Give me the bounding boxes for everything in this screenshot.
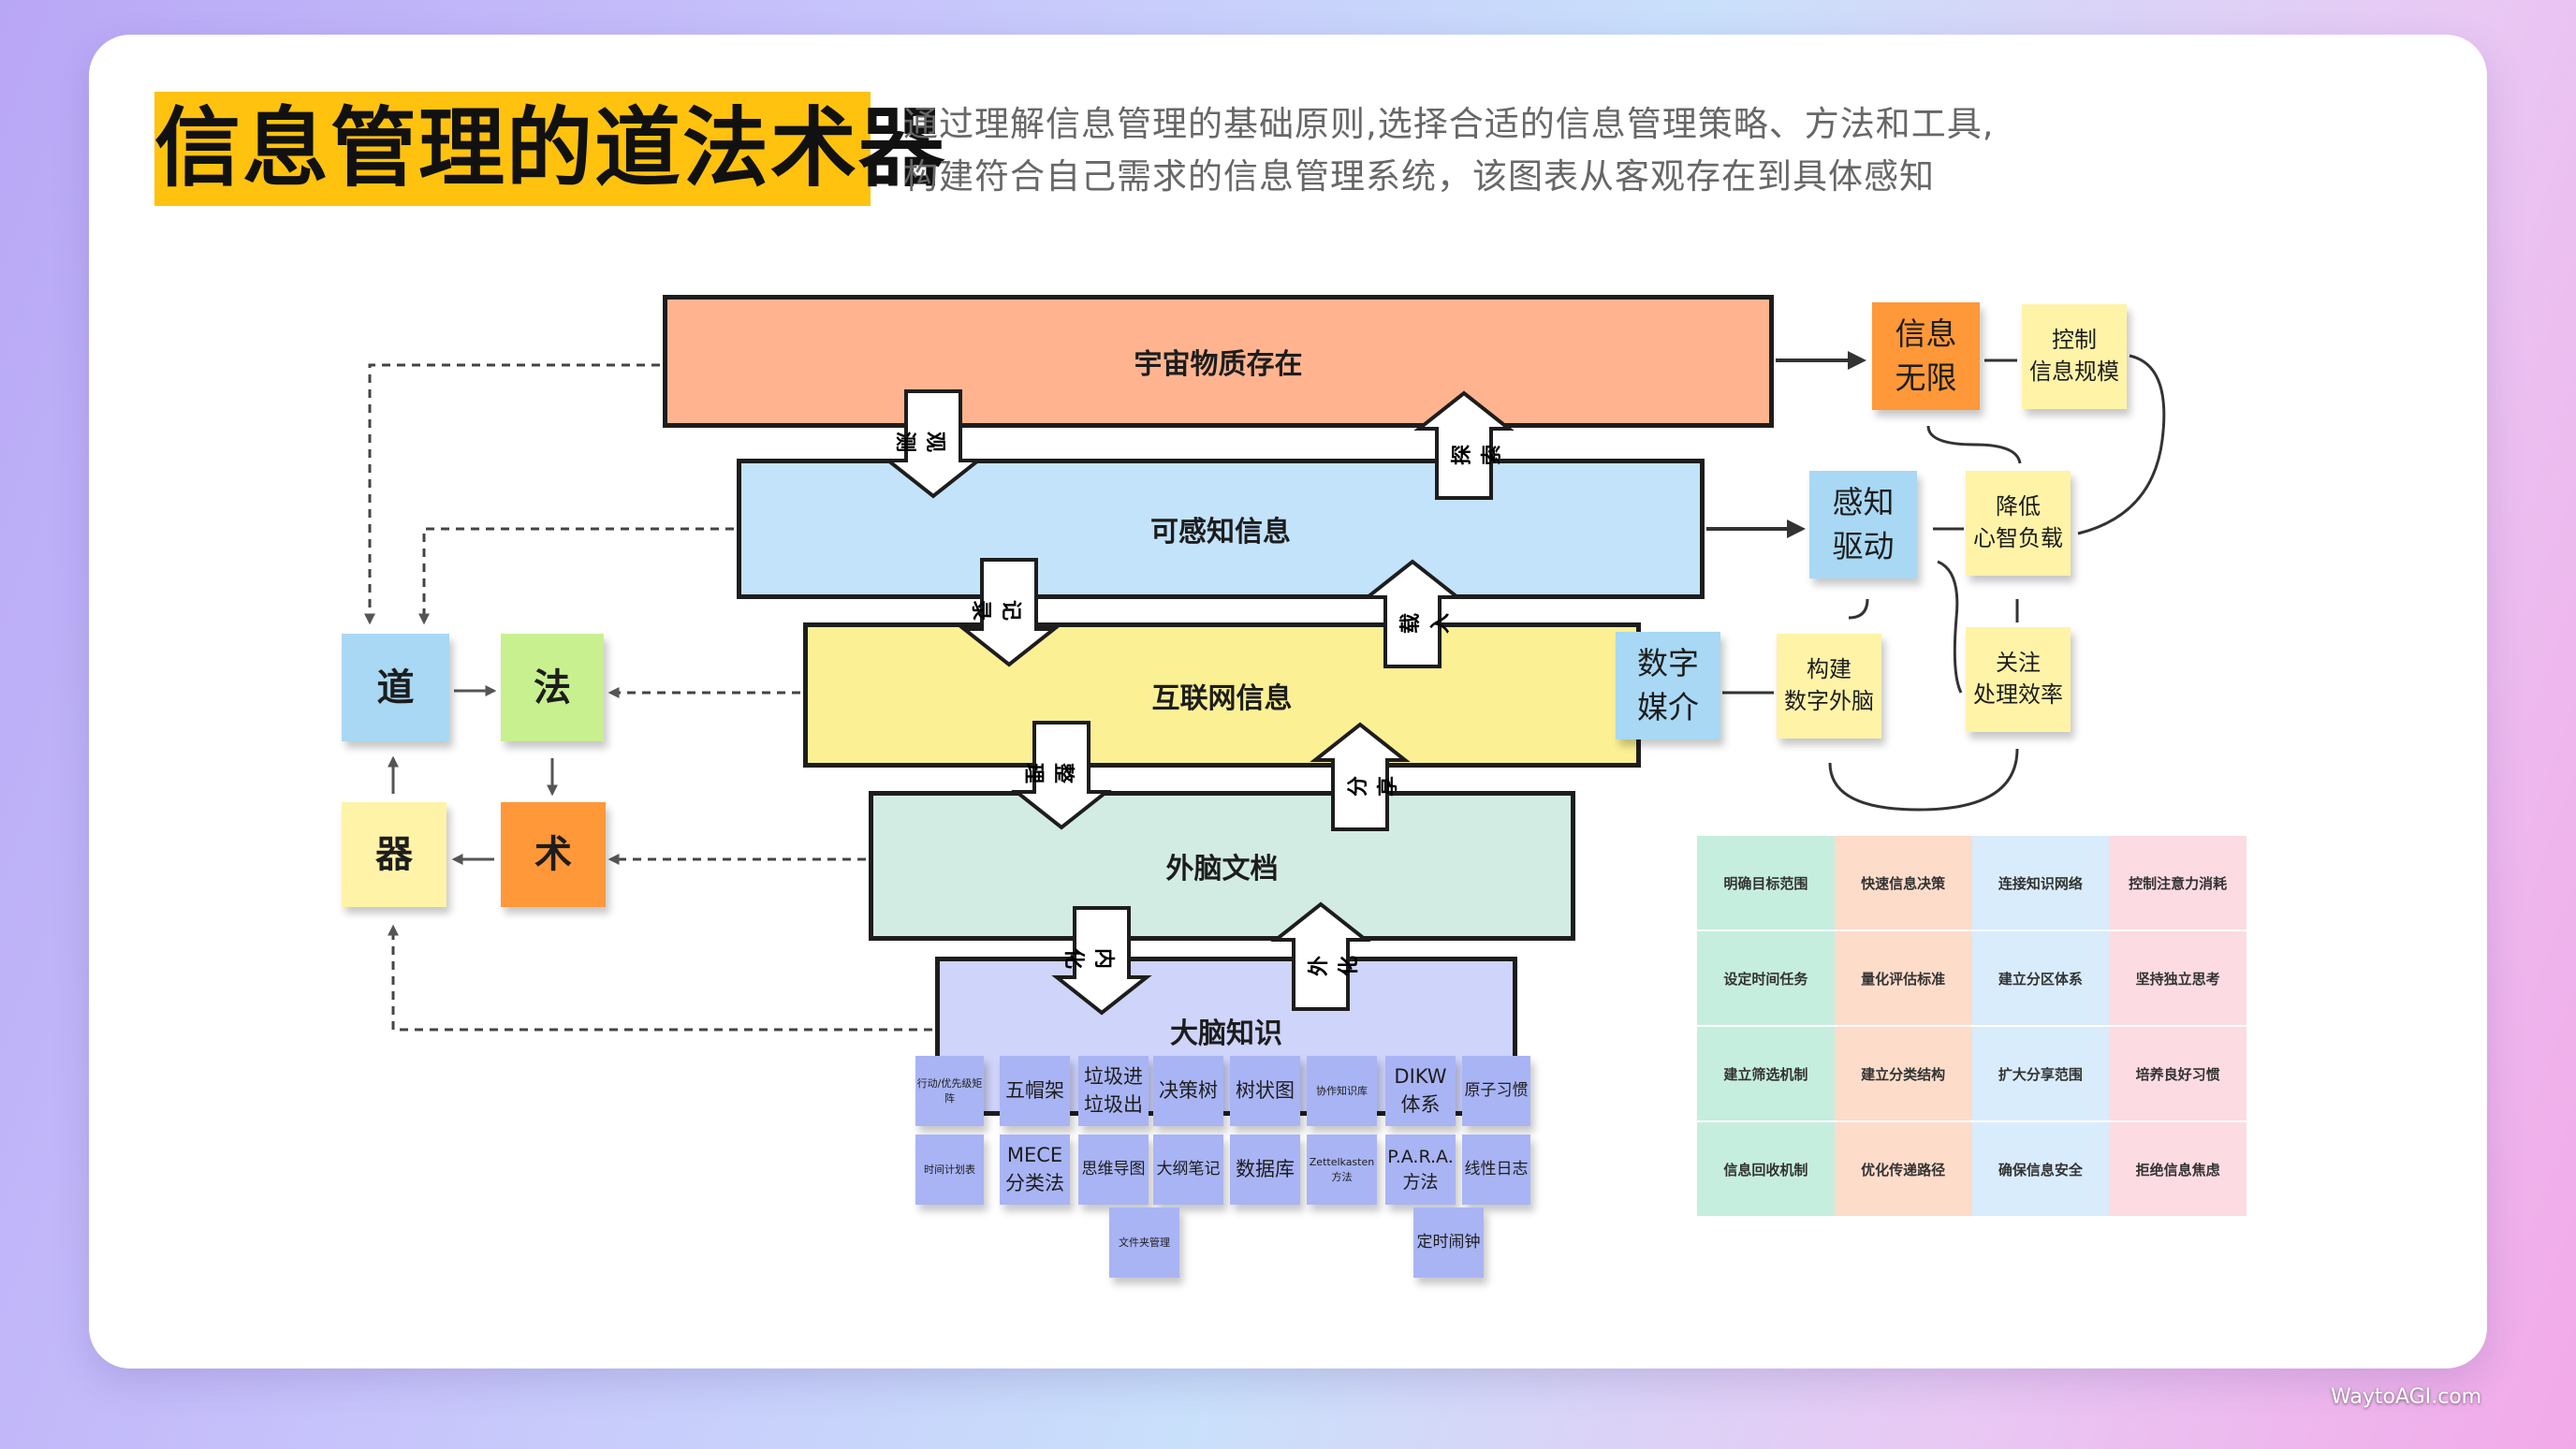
flow-label-organize: 整理	[1021, 762, 1075, 783]
arrow-up-icon	[1310, 722, 1411, 831]
tool-note: 决策树	[1153, 1056, 1223, 1126]
grid-cell: 拒绝信息焦虑	[2109, 1122, 2247, 1218]
grid-cell: 设定时间任务	[1697, 931, 1835, 1027]
layer-perceivable: 可感知信息	[737, 459, 1705, 599]
arrow-down-icon	[959, 558, 1060, 667]
curve-drive-focus	[1937, 560, 1963, 694]
tool-note: 思维导图	[1078, 1134, 1149, 1205]
grid-cell: 确保信息安全	[1971, 1122, 2110, 1218]
tool-note: 数据库	[1230, 1134, 1300, 1205]
curve-unlimited-reduce	[1926, 425, 2022, 464]
subtitle-line-2: 构建符合自己需求的信息管理系统，该图表从客观存在到具体感知	[903, 156, 1935, 197]
tool-note: 原子习惯	[1462, 1056, 1530, 1126]
layer-internet: 互联网信息	[803, 622, 1641, 768]
note-info-unlimited: 信息 无限	[1872, 302, 1980, 410]
grid-cell: 控制注意力消耗	[2109, 836, 2247, 931]
curve-control-reduce	[2077, 354, 2166, 535]
grid-cell: 明确目标范围	[1697, 836, 1835, 931]
tool-note: Zettelkasten 方法	[1307, 1134, 1377, 1205]
page-subtitle: 通过理解信息管理的基础原则,选择合适的信息管理策略、方法和工具, 构建符合自己需…	[903, 98, 2045, 203]
note-digital-media: 数字 媒介	[1616, 632, 1720, 739]
tool-note: MECE 分类法	[1000, 1134, 1070, 1205]
grid-cell: 建立分类结构	[1834, 1027, 1972, 1122]
grid-cell: 量化评估标准	[1834, 931, 1972, 1027]
flow-label-observe: 观测	[893, 431, 946, 452]
grid-cell: 连接知识网络	[1971, 836, 2110, 931]
layer-perceivable-label: 可感知信息	[1150, 516, 1291, 549]
tool-note: 五帽架	[1000, 1056, 1070, 1126]
grid-cell: 培养良好习惯	[2109, 1027, 2247, 1122]
dashed-link-brain	[388, 924, 932, 1032]
tool-note: 线性日志	[1462, 1134, 1530, 1205]
grid-cell: 建立分区体系	[1971, 931, 2110, 1027]
principles-grid: 明确目标范围 快速信息决策 连接知识网络 控制注意力消耗 设定时间任务 量化评估…	[1697, 836, 2247, 1218]
layer-internet-label: 互联网信息	[1151, 681, 1293, 715]
note-fa: 法	[501, 634, 604, 741]
note-perception-drive: 感知 驱动	[1809, 471, 1917, 578]
flow-label-record: 记录	[969, 599, 1022, 621]
tool-note: 定时闹钟	[1413, 1208, 1484, 1278]
grid-cell: 建立筛选机制	[1697, 1027, 1835, 1122]
tool-note: 时间计划表	[915, 1134, 984, 1205]
flow-label-share: 分享	[1347, 776, 1400, 798]
grid-cell: 信息回收机制	[1697, 1122, 1835, 1218]
tool-note: DIKW 体系	[1385, 1056, 1456, 1126]
layer-universe-label: 宇宙物质存在	[1134, 348, 1303, 381]
tool-note: 协作知识库	[1307, 1056, 1377, 1126]
arrow-up-icon	[1270, 901, 1371, 1011]
flow-label-externalize: 外化	[1308, 956, 1361, 977]
note-reduce-load: 降低 心智负载	[1966, 471, 2071, 576]
tool-note: P.A.R.A. 方法	[1385, 1134, 1456, 1205]
flow-label-load: 载入	[1399, 613, 1453, 635]
curve-build-focus	[1828, 748, 2019, 812]
arrow-down-icon	[1051, 906, 1152, 1016]
note-qi: 器	[342, 802, 446, 907]
tool-note: 文件夹管理	[1109, 1208, 1179, 1278]
flow-label-explore: 探索	[1451, 445, 1504, 466]
note-shu: 术	[501, 802, 606, 907]
note-build-brain: 构建 数字外脑	[1777, 634, 1881, 739]
subtitle-line-1: 通过理解信息管理的基础原则,选择合适的信息管理策略、方法和工具,	[903, 104, 1995, 144]
grid-cell: 扩大分享范围	[1971, 1027, 2110, 1122]
tool-note: 树状图	[1230, 1056, 1300, 1126]
watermark: WaytoAGI.com	[2331, 1385, 2482, 1409]
grid-cell: 优化传递路径	[1834, 1122, 1972, 1218]
curve-drive-build	[1848, 598, 1869, 620]
layer-brain-label: 大脑知识	[1170, 1017, 1282, 1050]
arrow-down-icon	[1011, 721, 1112, 830]
flow-label-internalize: 内化	[1061, 947, 1115, 969]
grid-cell: 坚持独立思考	[2109, 931, 2247, 1027]
layer-external-docs-label: 外脑文档	[1165, 853, 1279, 886]
tool-note: 行动/优先级矩阵	[915, 1056, 984, 1126]
note-focus-efficiency: 关注 处理效率	[1966, 627, 2071, 732]
tool-note: 大纲笔记	[1153, 1134, 1223, 1205]
note-dao: 道	[342, 634, 449, 741]
tool-note: 垃圾进 垃圾出	[1078, 1056, 1149, 1126]
note-control-scale: 控制 信息规模	[2022, 304, 2127, 409]
arrow-down-icon	[883, 389, 984, 499]
layer-external-docs: 外脑文档	[869, 791, 1575, 941]
grid-cell: 快速信息决策	[1834, 836, 1972, 931]
layer-universe: 宇宙物质存在	[663, 295, 1774, 428]
page-title: 信息管理的道法术器	[154, 92, 944, 206]
arrow-up-icon	[1413, 390, 1515, 500]
arrow-up-icon	[1362, 559, 1463, 668]
dashed-link-universe	[364, 363, 660, 625]
